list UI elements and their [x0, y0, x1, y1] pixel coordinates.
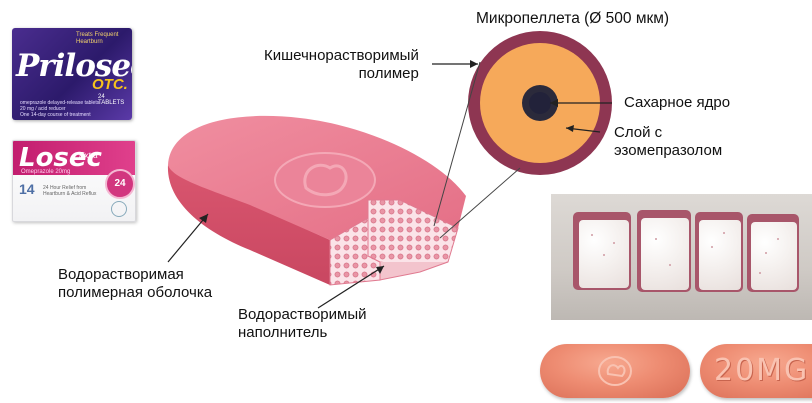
- label-filler-line2: наполнитель: [238, 324, 367, 342]
- label-coating: Водорастворимая полимерная оболочка: [58, 266, 212, 302]
- label-coating-line2: полимерная оболочка: [58, 284, 212, 302]
- label-filler: Водорастворимый наполнитель: [238, 306, 367, 342]
- label-enteric-polymer-line1: Кишечнорастворимый: [264, 47, 419, 65]
- label-sugar-core: Сахарное ядро: [624, 94, 730, 112]
- tablet-logo-icon: [540, 344, 690, 398]
- microparticle-title: Микропеллета (Ø 500 мкм): [476, 10, 669, 28]
- label-enteric-polymer: Кишечнорастворимый полимер: [264, 47, 419, 83]
- label-esomeprazole-layer: Слой с эзомепразолом: [614, 124, 722, 160]
- tablet-imprint: 20MG: [714, 353, 809, 388]
- label-filler-line1: Водорастворимый: [238, 306, 367, 324]
- pointer-coating: [168, 214, 208, 262]
- label-esomeprazole-line2: эзомепразолом: [614, 142, 722, 160]
- label-coating-line1: Водорастворимая: [58, 266, 212, 284]
- tablet-emboss-logo: [275, 153, 375, 207]
- label-enteric-polymer-line2: полимер: [264, 65, 419, 83]
- broken-tablets-photo: [551, 194, 812, 320]
- label-esomeprazole-line1: Слой с: [614, 124, 722, 142]
- pill-imprint-side: 20MG: [700, 344, 812, 398]
- pill-logo-side: [540, 344, 690, 398]
